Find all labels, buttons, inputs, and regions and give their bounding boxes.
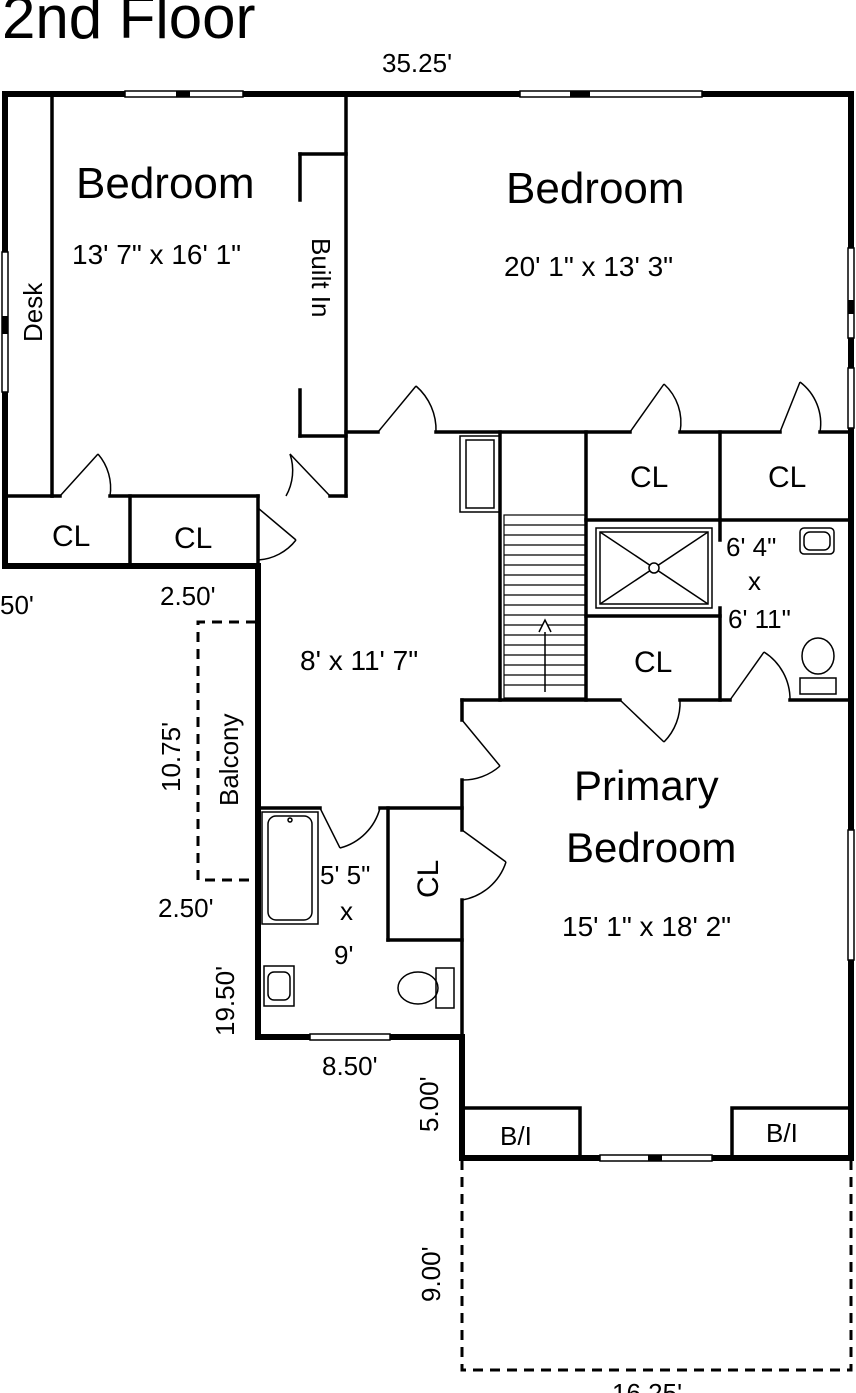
door-swings [59,381,822,901]
balcony-outline [196,620,256,882]
attic-hatch [459,435,501,513]
floor-title: 2nd Floor [2,0,255,51]
primary-name-line1: Primary [574,762,719,809]
primary-bath-height: 6' 11" [728,604,791,634]
primary-bath-width: 6' 4" [726,532,776,562]
dim-bath-bottom: 8.50' [322,1051,378,1081]
hall-sink [263,965,295,1007]
hall-size: 8' x 11' 7" [300,645,418,676]
dim-porch-side: 9.00' [416,1246,446,1302]
dim-balcony-side: 10.75' [156,722,186,792]
closet-label-1: CL [52,520,90,553]
window-mullions [2,91,854,1161]
built-in-label-right: B/I [766,1118,798,1148]
built-in-label: Built In [306,238,336,318]
built-in-label-left: B/I [500,1121,532,1151]
primary-sink [799,527,835,555]
interior-walls [3,92,853,1039]
bedroom-left-name: Bedroom [76,159,255,208]
primary-toilet [799,637,837,695]
dim-left-partial: 50' [0,590,34,620]
dim-notch-side: 5.00' [414,1076,444,1132]
hall-bath-x: x [340,896,353,926]
primary-shower [595,527,713,609]
dim-bath-side: 19.50' [210,966,240,1036]
dim-porch-bottom: 16.25' [612,1378,682,1393]
closet-label-4: CL [768,461,806,494]
exterior-walls [2,91,854,1161]
dim-top-width: 35.25' [382,48,452,78]
bedroom-right-name: Bedroom [506,164,685,213]
built-in-cabinets [462,1106,851,1158]
bedroom-right-size: 20' 1" x 13' 3" [504,251,673,282]
primary-bath-x: x [748,566,761,596]
hall-toilet [397,967,455,1009]
dim-balcony-top: 2.50' [160,581,216,611]
bedroom-left-size: 13' 7" x 16' 1" [72,239,241,270]
hall-bathtub [261,811,319,925]
hall-bath-height: 9' [334,940,353,970]
primary-size: 15' 1" x 18' 2" [562,911,731,942]
closet-label-6: CL [412,860,445,898]
closet-label-5: CL [634,646,672,679]
porch-outline [460,1160,853,1372]
desk-label: Desk [18,282,48,342]
balcony-label: Balcony [214,714,244,807]
staircase [503,514,587,699]
primary-name-line2: Bedroom [566,824,736,871]
dim-balcony-bottom: 2.50' [158,893,214,923]
closet-label-3: CL [630,461,668,494]
closet-label-2: CL [174,522,212,555]
hall-bath-width: 5' 5" [320,860,370,890]
